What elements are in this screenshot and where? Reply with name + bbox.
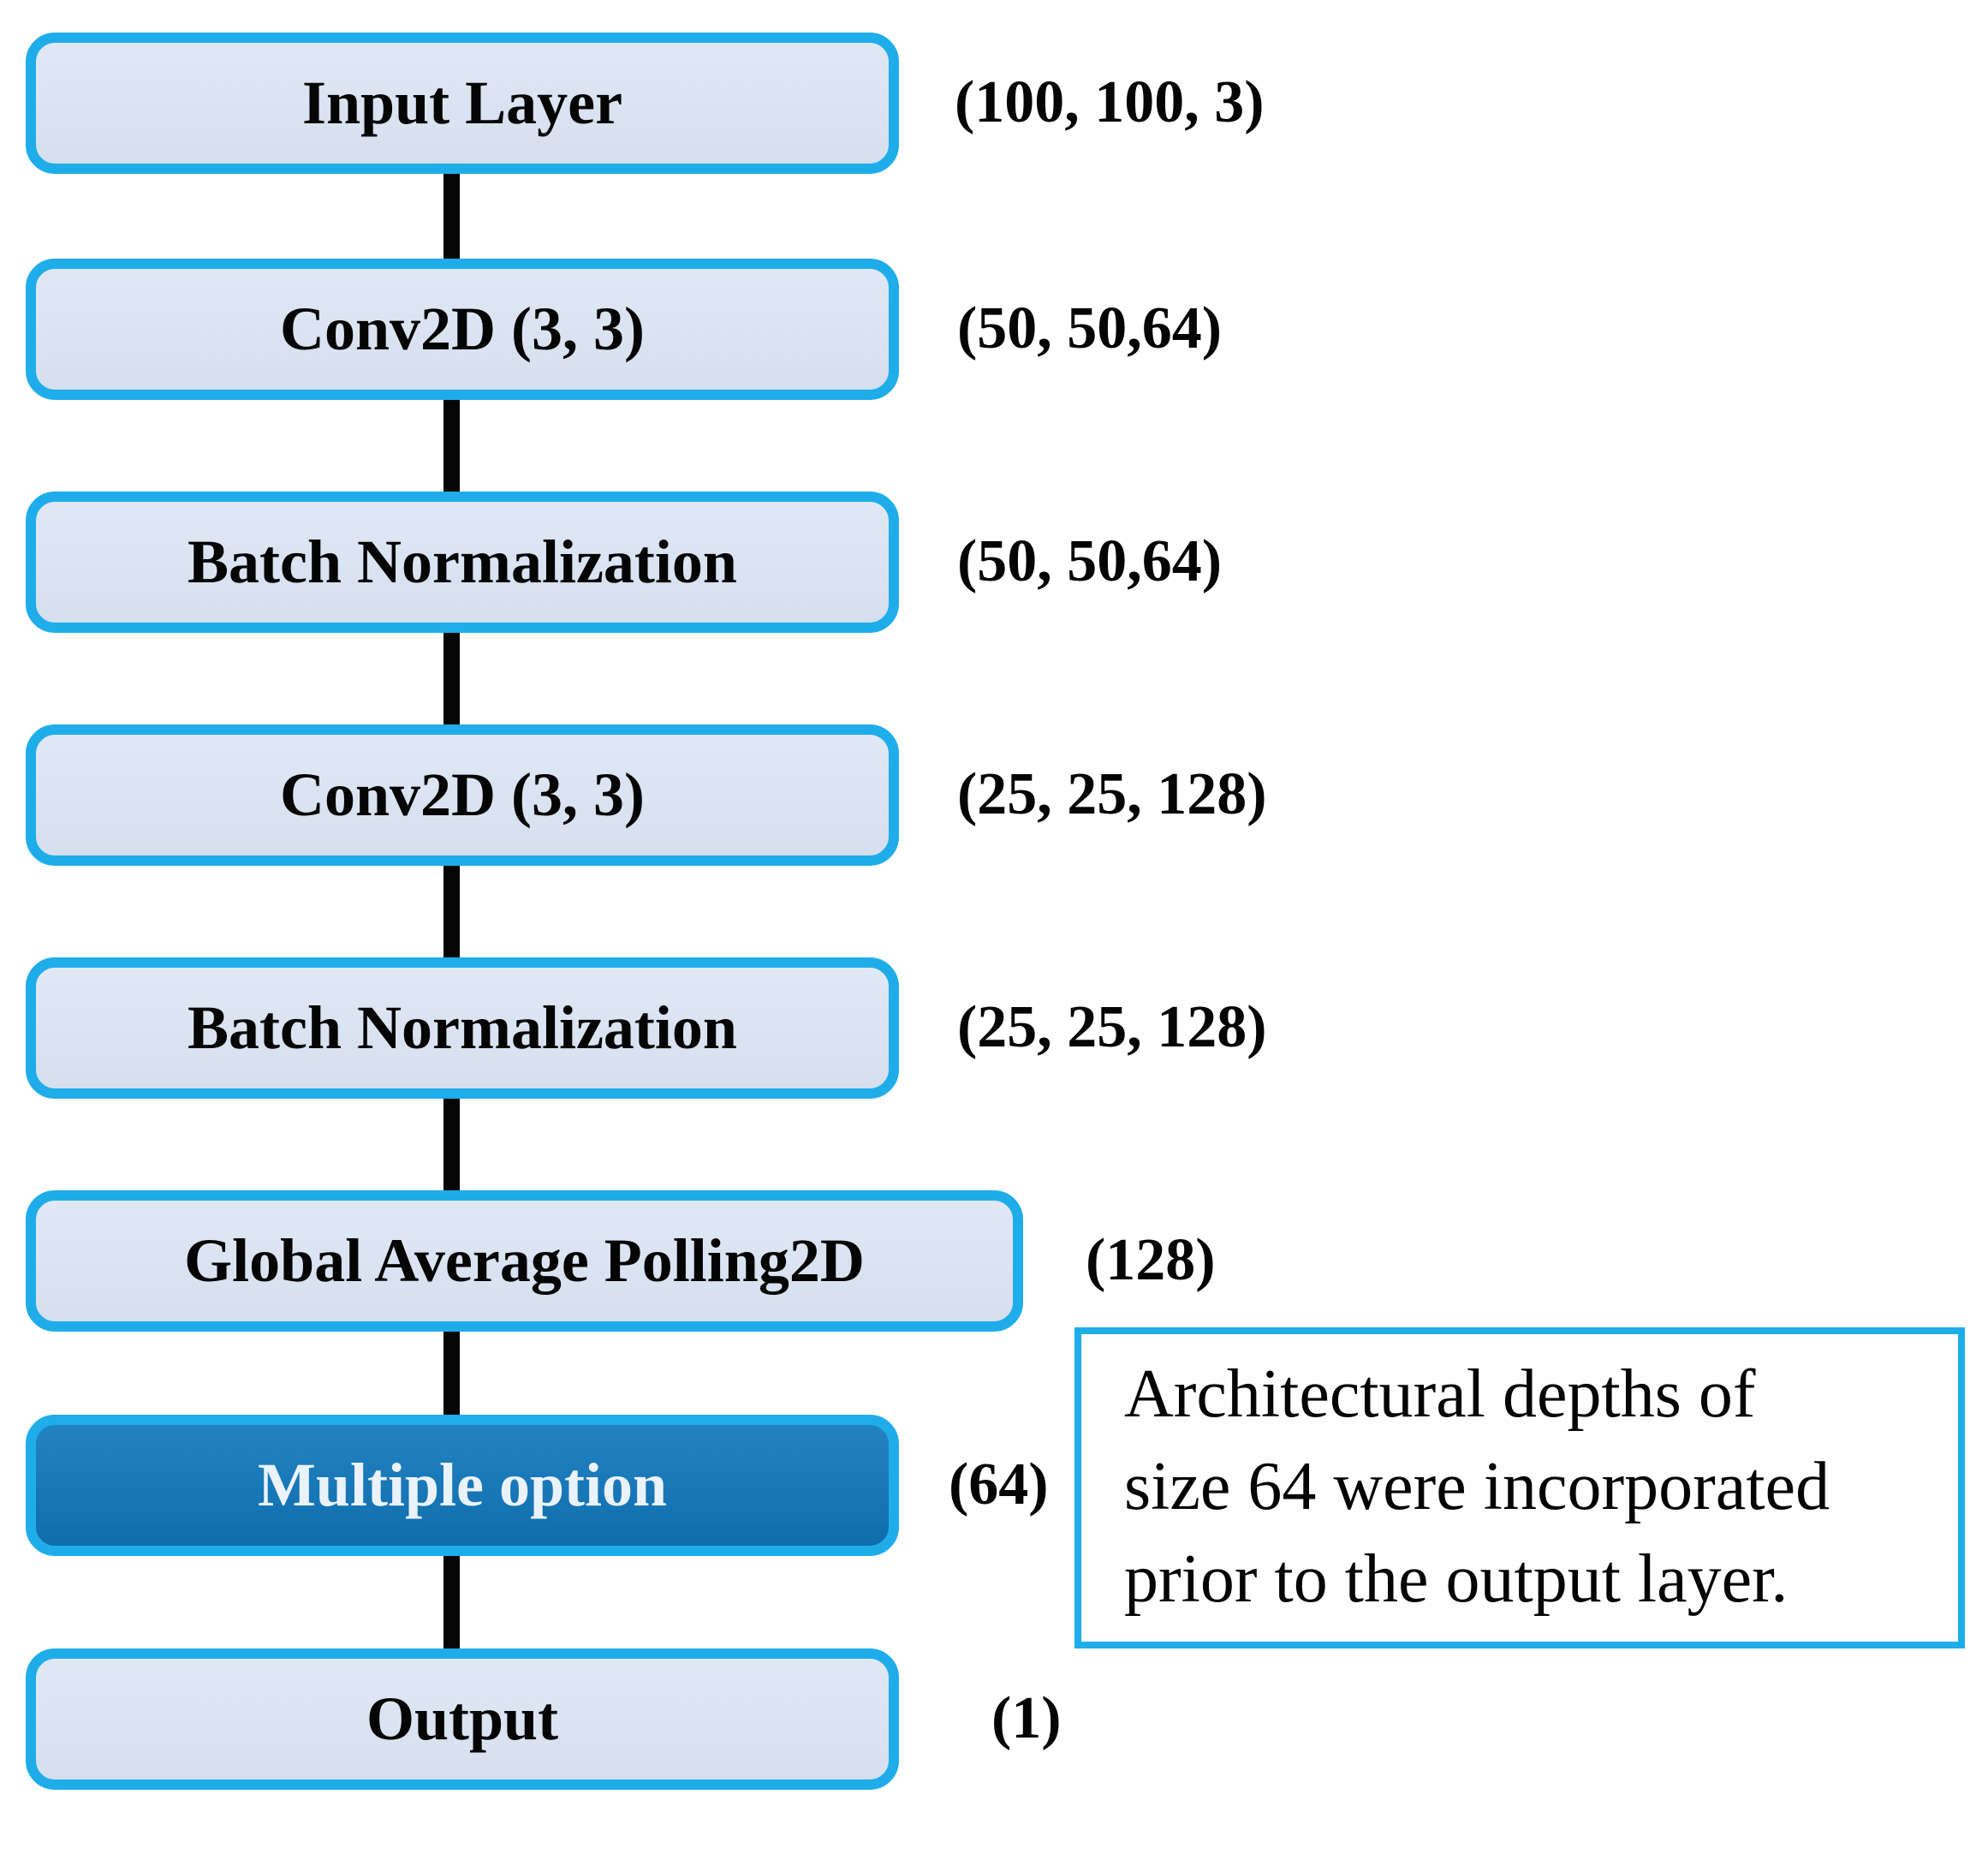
layer-label: Output [366,1684,559,1753]
connector-line [443,163,460,270]
layer-label: Conv2D (3, 3) [280,295,645,363]
dimension-label: (25, 25, 128) [957,994,1267,1060]
connector-line [443,622,460,736]
layer-label: Multiple option [257,1451,668,1519]
layer-box-conv2d-2: Conv2D (3, 3) [26,724,899,866]
layer-box-batchnorm-2: Batch Normalization [26,957,899,1099]
annotation-text: Architectural depths of size 64 were inc… [1124,1356,1830,1617]
connector-line [443,855,460,969]
connector-line [443,389,460,503]
layer-box-input: Input Layer [26,33,899,174]
dimension-label: (50, 50,64) [957,295,1223,361]
connector-line [443,1320,460,1426]
layer-box-output: Output [26,1648,899,1790]
connector-line [443,1545,460,1660]
annotation-box: Architectural depths of size 64 were inc… [1074,1327,1965,1648]
layer-label: Batch Normalization [187,993,737,1062]
dimension-label: (25, 25, 128) [957,761,1267,827]
connector-line [443,1088,460,1201]
dimension-label: (64) [949,1452,1049,1517]
dimension-label: (128) [1086,1227,1216,1293]
layer-box-multiple-option: Multiple option [26,1415,899,1556]
layer-box-conv2d-1: Conv2D (3, 3) [26,259,899,400]
layer-box-global-average-pooling: Global Average Polling2D [26,1190,1023,1332]
layer-label: Global Average Polling2D [184,1226,865,1295]
layer-box-batchnorm-1: Batch Normalization [26,492,899,633]
dimension-label: (50, 50,64) [957,528,1223,594]
layer-label: Input Layer [301,69,623,137]
layer-label: Conv2D (3, 3) [280,760,645,829]
dimension-label: (100, 100, 3) [955,69,1265,135]
layer-label: Batch Normalization [187,528,737,596]
dimension-label: (1) [991,1685,1062,1751]
